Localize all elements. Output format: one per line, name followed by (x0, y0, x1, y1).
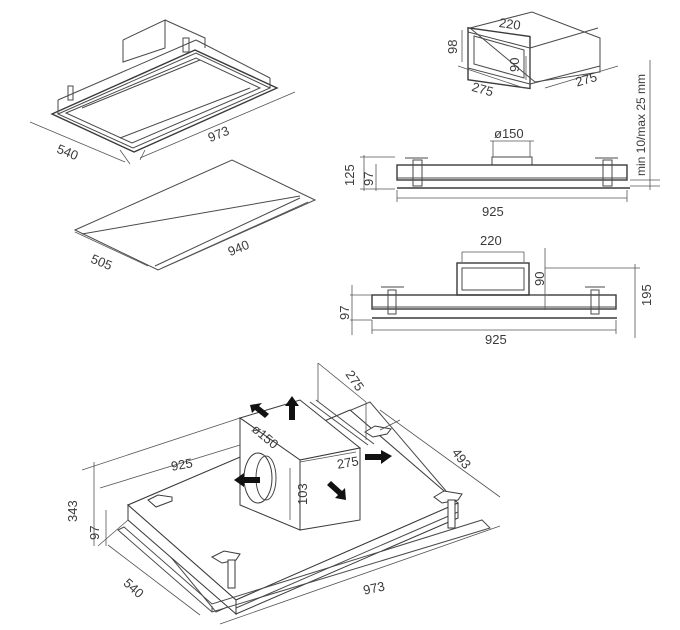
round-body-height-label: 97 (361, 171, 376, 186)
rect-total-height-label: 195 (639, 284, 654, 306)
round-outlet-diameter-label: ø150 (494, 126, 524, 141)
box-width-label: 275 (335, 453, 360, 472)
airflow-arrow-up-icon (285, 396, 299, 420)
installed-isometric-view (81, 362, 501, 625)
adapter-height-label: 98 (445, 39, 460, 54)
rect-length-label: 925 (485, 332, 507, 347)
round-length-label: 925 (482, 204, 504, 219)
body-height-label: 97 (87, 525, 102, 540)
rect-adapter-height-label: 90 (532, 271, 547, 286)
gap-note-label: min 10/max 25 mm (634, 73, 648, 176)
front-view-rect (350, 248, 640, 338)
adapter-inner-height-label: 90 (507, 57, 522, 72)
hood-isometric-view (29, 19, 296, 165)
airflow-arrow-right-icon (365, 450, 392, 464)
box-height-label: 103 (295, 483, 310, 505)
rect-body-height-label: 97 (337, 305, 352, 320)
airflow-arrow-left-icon (234, 473, 260, 487)
round-total-height-label: 125 (342, 164, 357, 186)
adapter-width-label: 220 (498, 15, 522, 33)
cutout-template-view (73, 159, 317, 271)
rect-adapter-width-label: 220 (480, 233, 502, 248)
rect-adapter-view (457, 11, 619, 90)
body-length-label: 925 (169, 455, 194, 474)
front-view-round (360, 60, 660, 202)
total-height-label: 343 (65, 500, 80, 522)
airflow-arrow-up-left-icon (250, 403, 269, 418)
airflow-arrow-down-right-icon (327, 481, 346, 500)
